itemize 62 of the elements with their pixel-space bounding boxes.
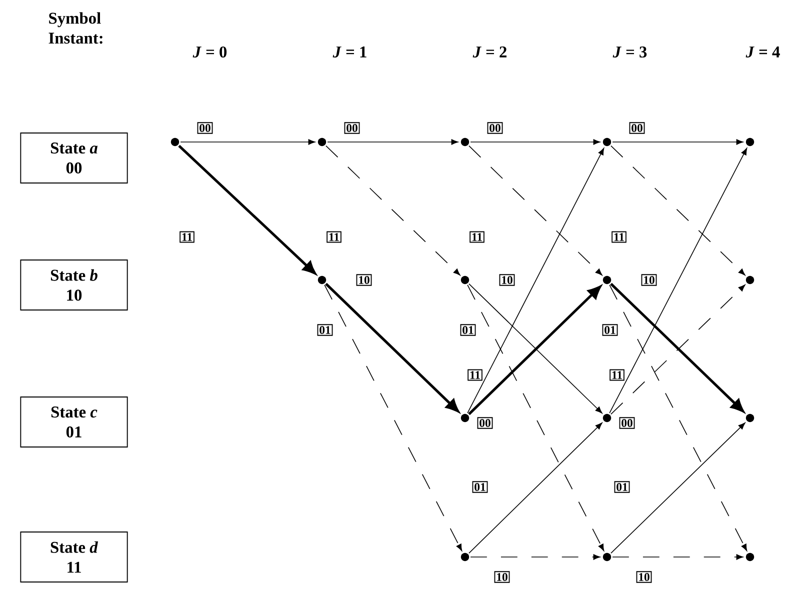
branch-output-label: 11 <box>180 231 194 243</box>
state-box: State d 11 <box>20 532 128 582</box>
branch-output-label: 11 <box>468 369 482 381</box>
branch-output-label: 10 <box>499 274 515 286</box>
trellis-dot <box>460 552 470 562</box>
branch-output-label: 11 <box>610 369 624 381</box>
trellis-branch <box>180 139 316 145</box>
trellis-branch <box>610 422 746 554</box>
branch-output-label: 01 <box>614 481 630 493</box>
trellis-branch <box>612 139 744 145</box>
branch-output-label: 01 <box>317 324 333 336</box>
branch-output-label: 00 <box>487 122 503 134</box>
branch-output-label: 10 <box>494 571 510 583</box>
trellis-branch <box>612 554 744 560</box>
trellis-dot <box>602 414 612 422</box>
trellis-branch <box>327 139 458 145</box>
branch-output-label: 00 <box>619 417 635 429</box>
trellis-branch <box>468 422 602 554</box>
time-label: J = 4 <box>746 46 780 58</box>
trellis-branch <box>326 145 460 276</box>
trellis-branch <box>468 145 602 276</box>
branch-output-label: 11 <box>612 231 626 243</box>
trellis-dot <box>746 138 754 146</box>
branch-output-label: 10 <box>356 274 372 286</box>
branch-output-label: 01 <box>602 324 618 336</box>
trellis-branch <box>178 144 316 274</box>
trellis-branch <box>610 145 746 276</box>
trellis-dot <box>460 414 470 422</box>
trellis-dot <box>318 138 326 146</box>
branch-output-label: 01 <box>472 481 488 493</box>
time-label: J = 3 <box>612 46 647 58</box>
branch-output-label: 00 <box>197 122 213 134</box>
trellis-dot <box>746 552 754 562</box>
branch-output-label: 10 <box>636 571 652 583</box>
branch-output-label: 11 <box>326 231 342 243</box>
trellis-dot <box>170 138 180 146</box>
trellis-dot <box>746 276 754 284</box>
branch-output-label: 00 <box>344 122 360 134</box>
branch-output-label: 10 <box>641 274 657 286</box>
trellis-dot <box>460 138 470 146</box>
trellis-branch <box>325 282 459 412</box>
branch-output-label: 01 <box>460 324 476 336</box>
branch-output-label: 00 <box>477 417 493 429</box>
trellis-branch <box>609 148 748 414</box>
state-box: State a 00 <box>20 132 128 184</box>
time-label: J = 1 <box>332 46 366 58</box>
trellis-branch <box>467 148 604 414</box>
trellis-branch <box>470 139 600 145</box>
axis-title: Symbol Instant: <box>48 12 102 44</box>
trellis-dot <box>602 552 612 562</box>
trellis-branch <box>470 554 600 560</box>
branch-output-label: 11 <box>470 231 484 243</box>
state-box: State c 01 <box>20 396 128 448</box>
branch-output-label: 00 <box>629 122 645 134</box>
trellis-dot <box>602 276 612 284</box>
trellis-dot <box>460 276 470 284</box>
trellis-dot <box>746 414 754 422</box>
trellis-dot <box>602 138 612 146</box>
time-label: J = 2 <box>472 46 506 58</box>
state-box: State b 10 <box>20 260 128 310</box>
time-label: J = 0 <box>192 46 227 58</box>
trellis-dot <box>318 276 326 284</box>
